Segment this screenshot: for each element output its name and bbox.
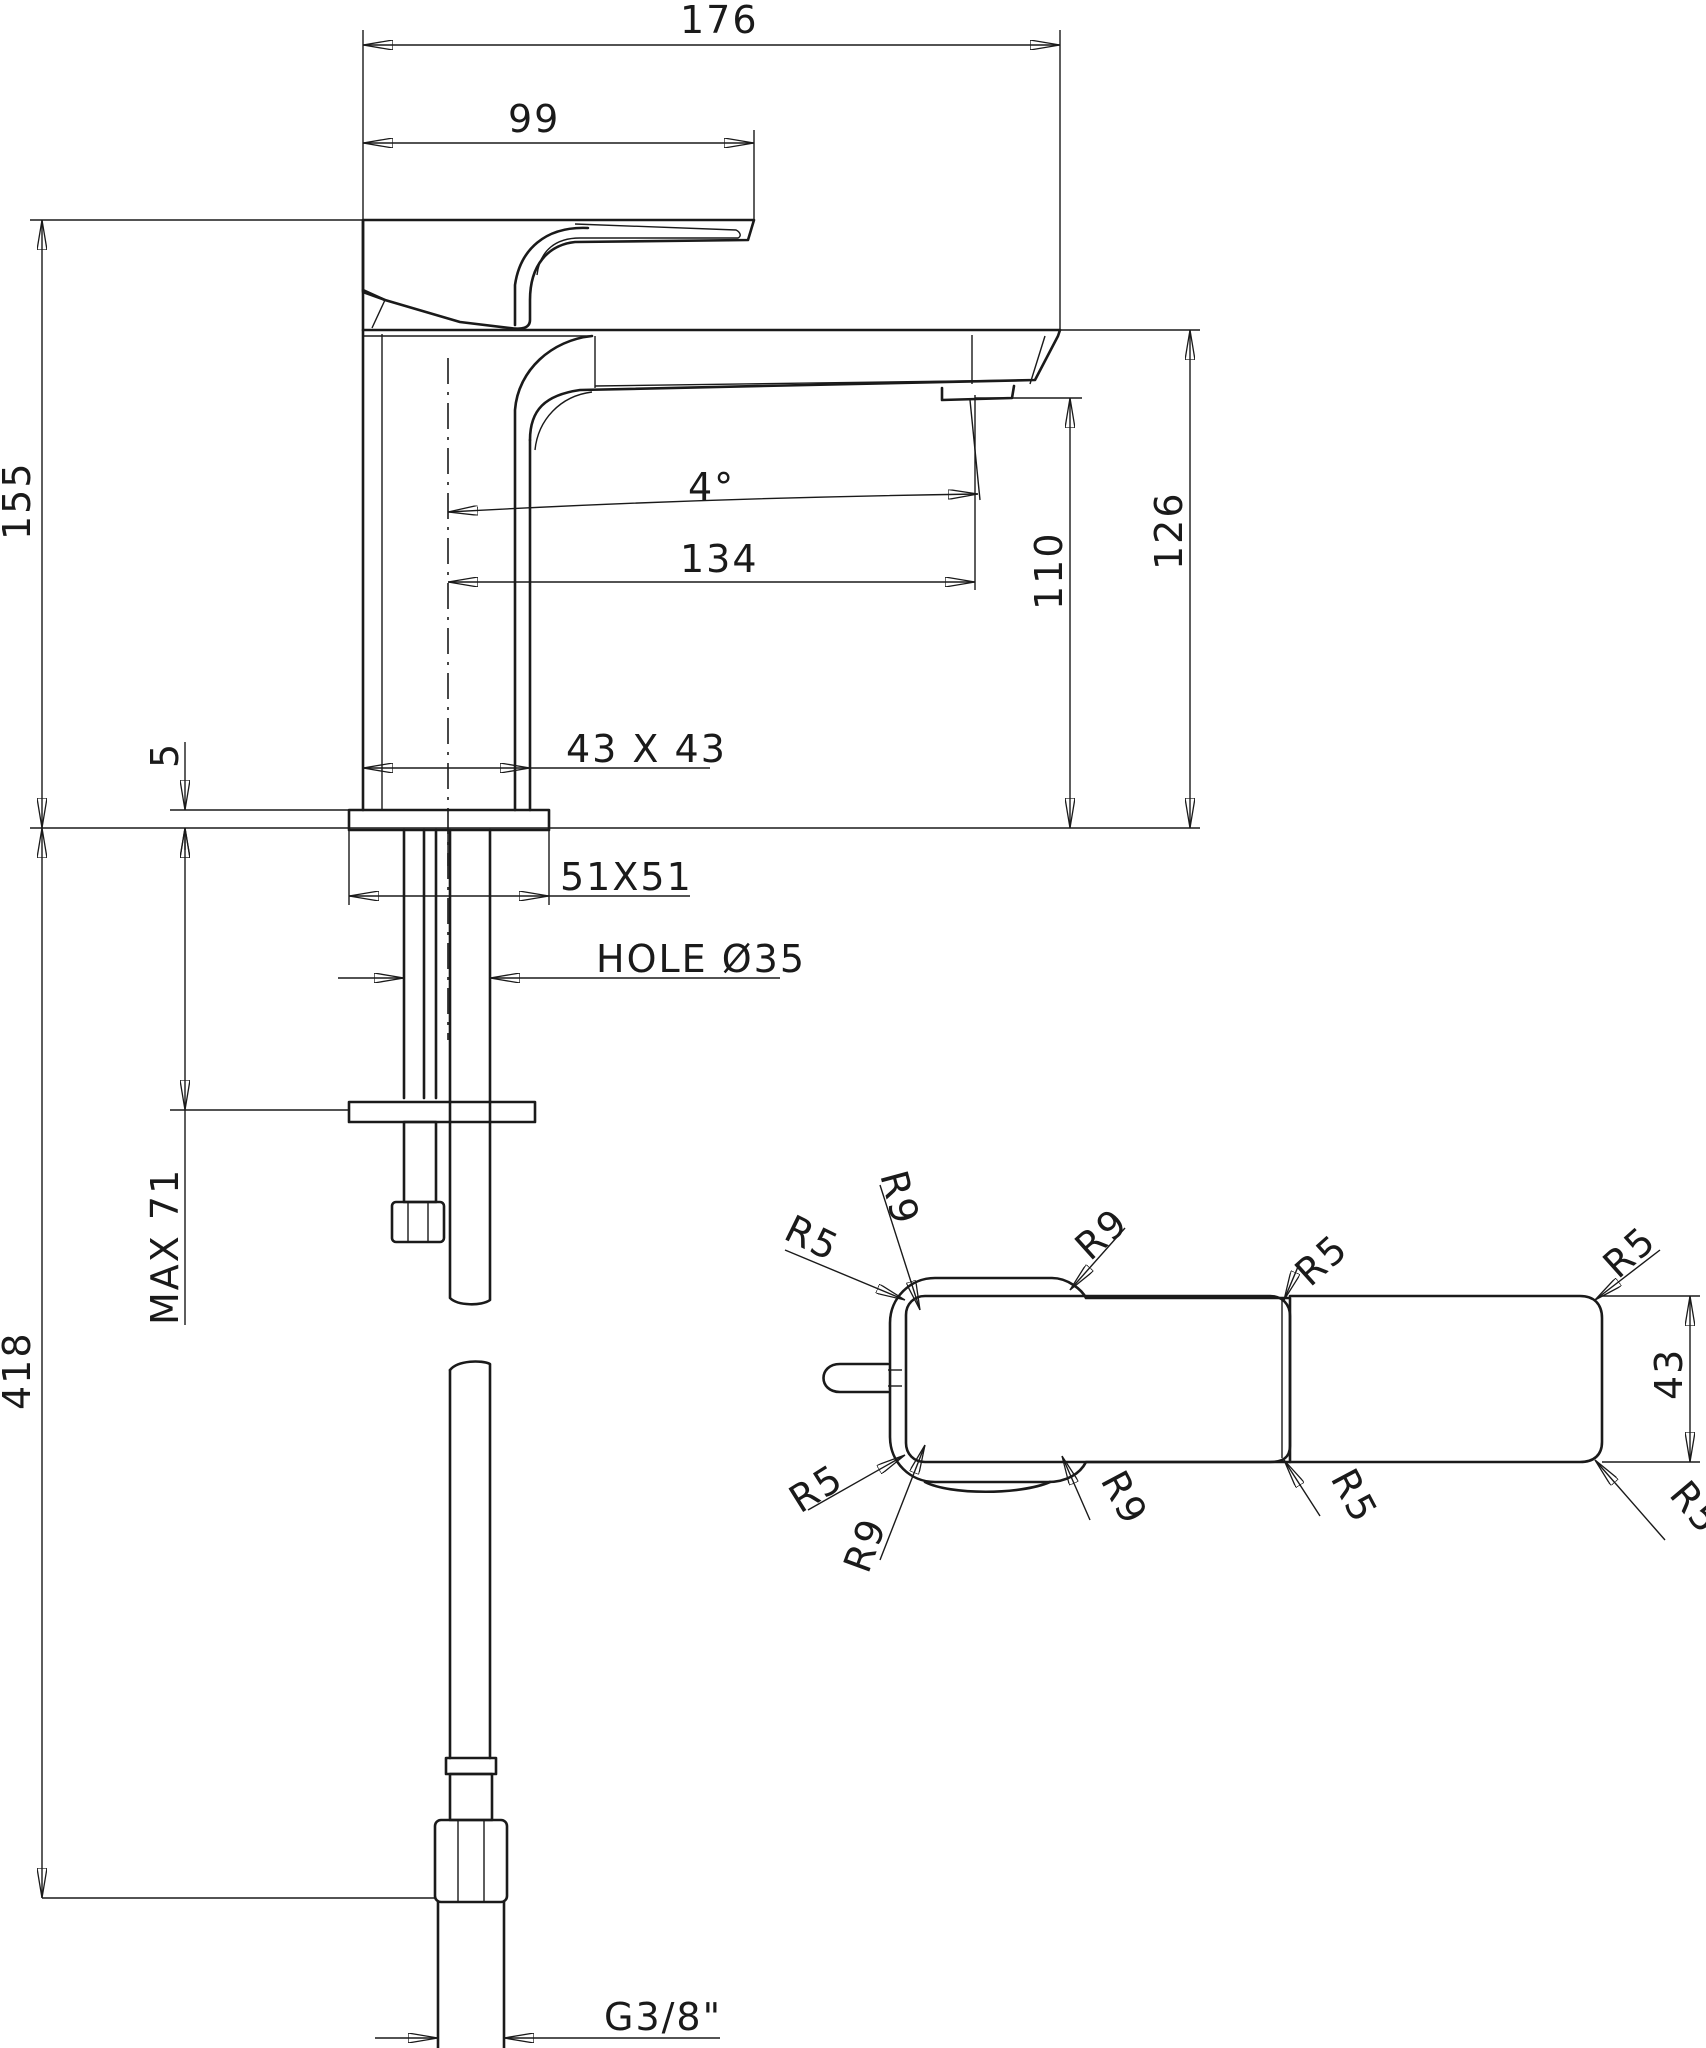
spout-tip-line-2 [1029,335,1046,385]
spout-inner-curve [534,336,596,451]
handle-separator [371,299,386,329]
fixing-plate [347,1100,537,1124]
dim-max-deck: MAX 71 [143,1168,187,1325]
dim-hole: HOLE Ø35 [596,937,806,981]
plan-r5-top-left: R5 [778,1207,846,1270]
dim-spout-clearance: 110 [1027,531,1071,610]
plan-width: 43 [1647,1348,1691,1400]
plan-r9-bottom-mid: R9 [1092,1464,1156,1533]
dim-base-thickness: 5 [143,742,187,768]
ferrule [444,1756,498,1776]
plan-r5-top-mid: R5 [1287,1225,1357,1294]
plan-base-arc [923,1480,1052,1494]
dim-hose-length: 418 [0,1331,39,1410]
handle-base-line [361,288,387,302]
plan-view: R9 R5 R9 R5 R5 R5 R9 R9 R5 R5 43 [778,1166,1706,1578]
fixing-stud [402,1120,438,1204]
dim-spout-height: 126 [1147,491,1191,570]
dim-angle: 4° [688,465,735,509]
hose-upper [448,828,492,1306]
plan-r9-top-mid: R9 [1067,1199,1137,1268]
side-elevation [347,218,1062,2048]
plan-lever [822,1362,890,1394]
hose-lower [448,1360,492,1760]
handle-outline [361,218,756,331]
dimension-lines: 176 99 155 4° 134 110 126 43 X 43 [0,0,1200,2039]
spout-upper-curve [513,334,594,812]
dim-handle-length: 99 [508,97,560,141]
fixing-nut [390,1200,446,1244]
spout-outline [528,328,1062,442]
plan-r5-bottom-mid: R5 [1322,1462,1386,1531]
plan-r9-top-left: R9 [871,1166,928,1230]
handle-inner-edge [536,223,741,276]
plan-r9-bottom-left: R9 [835,1512,895,1578]
plan-r5-bottom-right: R5 [1661,1473,1706,1543]
hex-connector [433,1818,509,1904]
dim-height-total: 155 [0,461,39,540]
plan-spout [1288,1294,1604,1464]
plan-r5-top-right: R5 [1595,1217,1665,1286]
dim-base-plate: 51X51 [560,855,693,899]
dim-body-section: 43 X 43 [566,727,727,771]
spout-bottom-line [594,379,1031,387]
dim-thread: G3/8" [604,1995,722,2039]
plan-body-inner [904,1294,1292,1464]
plan-body-outer [888,1276,1292,1484]
aerator [940,384,1016,402]
plan-r5-bottom-left: R5 [781,1455,851,1521]
dim-reach: 134 [680,537,759,581]
ferrule-2 [448,1772,494,1822]
dim-width-total: 176 [680,0,759,42]
base-plate [347,808,551,832]
handle-lever-curve [513,226,590,327]
